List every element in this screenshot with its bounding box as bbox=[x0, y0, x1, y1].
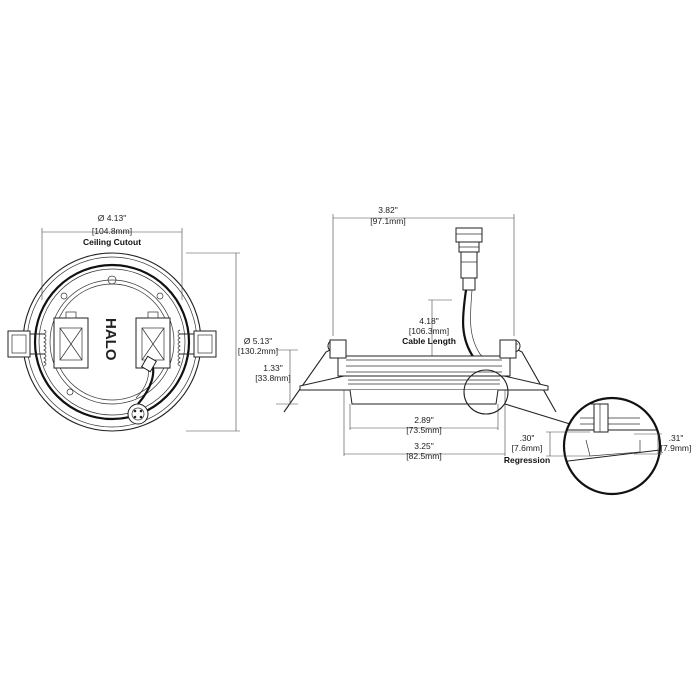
lens-width-metric: [73.5mm] bbox=[406, 425, 441, 435]
pigtail-cable bbox=[135, 355, 158, 405]
driver-plate bbox=[49, 279, 175, 405]
halo-logo: HALO bbox=[102, 318, 119, 361]
detail-leader-line bbox=[504, 403, 571, 425]
regression-metric: [7.6mm] bbox=[512, 443, 543, 453]
detail-circle bbox=[562, 396, 662, 496]
side-lens bbox=[349, 389, 499, 405]
trim-width-dimension: 3.25" [82.5mm] bbox=[343, 390, 506, 461]
mount-boss-bottom-left bbox=[66, 388, 74, 396]
height-metric: [33.8mm] bbox=[255, 373, 290, 383]
regression-caption: Regression bbox=[504, 455, 550, 465]
trim-width-metric: [82.5mm] bbox=[406, 451, 441, 461]
lens-width-dimension: 2.89" [73.5mm] bbox=[349, 404, 499, 435]
height-dimension: 1.33" [33.8mm] bbox=[255, 349, 298, 405]
trim-width-label: 3.25" bbox=[414, 441, 434, 451]
housing-inner-ring bbox=[38, 268, 186, 416]
cable-length-caption: Cable Length bbox=[402, 336, 456, 346]
mount-boss-top-left bbox=[60, 292, 68, 300]
outer-diameter-dimension: Ø 5.13" [130.2mm] bbox=[186, 252, 278, 432]
cutout-metric-label: [104.8mm] bbox=[92, 226, 132, 236]
left-spring-clip bbox=[7, 329, 47, 367]
flange-dimension: .31" [7.9mm] bbox=[634, 433, 692, 455]
cutout-diameter-label: Ø 4.13" bbox=[98, 213, 127, 223]
side-view: 3.82" [97.1mm] 4.18" [106.3mm] Cable Len… bbox=[255, 205, 571, 461]
overall-width-dimension: 3.82" [97.1mm] bbox=[332, 205, 515, 336]
overall-width-metric: [97.1mm] bbox=[370, 216, 405, 226]
side-connector bbox=[455, 227, 483, 291]
cable-length-label: 4.18" bbox=[419, 316, 439, 326]
regression-dimension: .30" [7.6mm] Regression bbox=[504, 431, 590, 465]
right-spring-clip bbox=[177, 329, 217, 367]
mount-boss-top bbox=[107, 275, 117, 285]
quick-connector bbox=[127, 403, 149, 425]
left-terminal-block bbox=[53, 311, 89, 369]
front-view: HALO Ø 4.13" [104.8mm] Ceiling Cutout bbox=[7, 213, 278, 432]
cable-length-metric: [106.3mm] bbox=[409, 326, 449, 336]
detail-callout-marker bbox=[463, 369, 509, 415]
mount-boss-top-right bbox=[156, 292, 164, 300]
cutout-dimension: Ø 4.13" [104.8mm] Ceiling Cutout bbox=[41, 213, 183, 300]
housing-ring bbox=[33, 263, 191, 421]
lens-width-label: 2.89" bbox=[414, 415, 434, 425]
regression-label: .30" bbox=[520, 433, 535, 443]
height-label: 1.33" bbox=[263, 363, 283, 373]
side-housing bbox=[329, 339, 517, 377]
flange-metric: [7.9mm] bbox=[661, 443, 692, 453]
overall-width-label: 3.82" bbox=[378, 205, 398, 215]
cable-length-dimension: 4.18" [106.3mm] Cable Length bbox=[402, 299, 456, 361]
outer-metric-label: [130.2mm] bbox=[238, 346, 278, 356]
side-trim-flange bbox=[299, 375, 549, 391]
outer-diameter-label: Ø 5.13" bbox=[244, 336, 273, 346]
cutout-caption: Ceiling Cutout bbox=[83, 237, 141, 247]
flange-label: .31" bbox=[669, 433, 684, 443]
right-terminal-block bbox=[135, 311, 171, 369]
